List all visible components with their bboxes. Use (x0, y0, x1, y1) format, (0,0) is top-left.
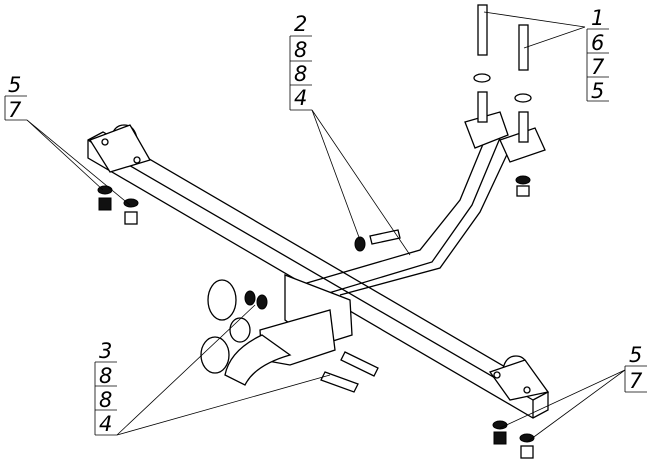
side-arm (299, 91, 546, 299)
callout-label: 7 (8, 98, 22, 122)
callout-label: 6 (591, 31, 604, 55)
callout-label: 8 (294, 38, 307, 62)
callout-label: 8 (99, 388, 112, 412)
callout-label: 4 (294, 86, 307, 110)
crossbar (87, 131, 549, 419)
callout-label: 1 (591, 6, 604, 30)
right-bracket (488, 355, 550, 401)
callout-label: 8 (99, 364, 112, 388)
left-bracket (89, 124, 151, 173)
callout-label: 5 (8, 73, 21, 97)
callout-label: 5 (591, 79, 604, 103)
callout-label: 8 (294, 62, 307, 86)
ball-mount (200, 274, 353, 386)
callout-top-right: 1 6 7 5 (586, 6, 609, 103)
callout-label: 7 (629, 369, 643, 393)
fasteners (97, 4, 535, 459)
callout-label: 5 (629, 343, 642, 367)
callout-top-middle: 2 8 8 4 (289, 12, 312, 111)
callout-label: 4 (99, 412, 112, 436)
callout-label: 7 (591, 55, 605, 79)
callout-bottom-left: 3 8 8 4 (94, 339, 117, 436)
callout-label: 2 (294, 12, 307, 36)
callout-top-left: 5 7 (4, 73, 27, 122)
callout-bottom-right: 5 7 (624, 343, 647, 393)
callout-label: 3 (99, 339, 112, 363)
leader-lines (26, 11, 626, 443)
